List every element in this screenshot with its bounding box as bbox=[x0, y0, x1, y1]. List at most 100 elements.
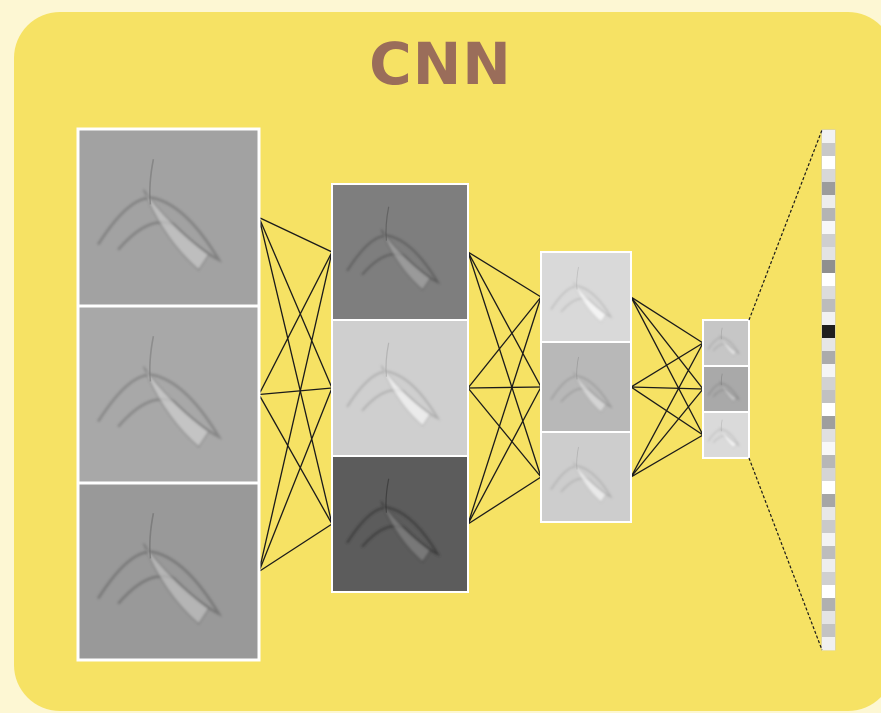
feature-sketch-shape bbox=[380, 365, 431, 427]
feature-vector-cell bbox=[822, 585, 835, 599]
feature-map bbox=[76, 127, 261, 308]
feature-map bbox=[702, 319, 750, 367]
connection-line bbox=[467, 296, 542, 525]
feature-vector-cell bbox=[822, 234, 835, 248]
feature-sketch-stem bbox=[720, 327, 723, 340]
feature-vector-cell bbox=[822, 195, 835, 209]
connection-line bbox=[630, 296, 704, 436]
feature-vector-cell bbox=[822, 325, 835, 339]
feature-sketch-shape bbox=[573, 371, 607, 413]
feature-vector-cell bbox=[822, 390, 835, 404]
feature-vector-cell bbox=[822, 364, 835, 378]
feature-map bbox=[540, 251, 632, 343]
feature-map-layers bbox=[76, 127, 750, 662]
connection-line bbox=[630, 434, 704, 478]
feature-sketch-shape bbox=[573, 281, 607, 323]
feature-sketch-shape bbox=[719, 427, 737, 449]
feature-vector-cell bbox=[822, 611, 835, 625]
conv-layer-3 bbox=[702, 319, 750, 459]
feature-map-tile bbox=[76, 304, 261, 485]
connection-line bbox=[467, 251, 542, 388]
connection-line bbox=[630, 296, 704, 344]
feature-sketch-stem bbox=[576, 446, 579, 470]
feature-vector-cell bbox=[822, 455, 835, 469]
feature-sketch-stem bbox=[720, 419, 723, 432]
feature-sketch-stroke bbox=[550, 465, 613, 499]
feature-sketch-shape bbox=[719, 335, 737, 357]
feature-vector-cell bbox=[822, 520, 835, 534]
feature-vector-cell bbox=[822, 143, 835, 157]
feature-sketch-stem bbox=[576, 356, 579, 380]
feature-sketch-stroke bbox=[550, 375, 613, 409]
feature-vector bbox=[748, 129, 836, 651]
projection-line-top bbox=[748, 129, 823, 321]
feature-vector-cell bbox=[822, 351, 835, 365]
feature-vector-cell bbox=[822, 312, 835, 326]
feature-map bbox=[331, 183, 469, 321]
feature-vector-cell bbox=[822, 429, 835, 443]
feature-map-tile bbox=[76, 127, 261, 308]
connection-line bbox=[467, 386, 542, 389]
feature-vector-cell bbox=[822, 299, 835, 313]
feature-vector-cell bbox=[822, 182, 835, 196]
connection-line bbox=[467, 296, 542, 389]
feature-vector-cell bbox=[822, 260, 835, 274]
connection-line bbox=[467, 386, 542, 525]
diagram-title: CNN bbox=[369, 30, 512, 98]
connection-line bbox=[467, 476, 542, 525]
connection-line bbox=[258, 251, 333, 572]
feature-vector-cell bbox=[822, 156, 835, 170]
feature-vector-cell bbox=[822, 637, 835, 651]
feature-vector-cell bbox=[822, 624, 835, 638]
feature-sketch-stem bbox=[576, 266, 579, 290]
feature-vector-cell bbox=[822, 481, 835, 495]
feature-vector-cell bbox=[822, 559, 835, 573]
feature-vector-cell bbox=[822, 221, 835, 235]
feature-map bbox=[331, 455, 469, 593]
feature-vector-cell bbox=[822, 377, 835, 391]
feature-map bbox=[76, 481, 261, 662]
feature-sketch-stem bbox=[385, 478, 390, 513]
feature-vector-cell bbox=[822, 546, 835, 560]
conv-layer-1 bbox=[331, 183, 469, 593]
feature-sketch-shape bbox=[719, 381, 737, 403]
connection-line bbox=[630, 296, 704, 390]
connection-line bbox=[630, 342, 704, 478]
feature-sketch-shape bbox=[142, 542, 210, 625]
feature-sketch-shape bbox=[380, 229, 431, 291]
connection-line bbox=[258, 387, 333, 396]
connection-line bbox=[258, 217, 333, 525]
conv-layer-2 bbox=[540, 251, 632, 523]
feature-vector-cell bbox=[822, 572, 835, 586]
feature-sketch-stem bbox=[385, 342, 390, 377]
feature-sketch-stroke bbox=[550, 285, 613, 319]
feature-map bbox=[540, 341, 632, 433]
connection-line bbox=[258, 216, 333, 253]
feature-vector-cell bbox=[822, 507, 835, 521]
connection-line bbox=[630, 388, 704, 478]
feature-vector-cell bbox=[822, 494, 835, 508]
feature-vector-cell bbox=[822, 442, 835, 456]
feature-sketch-shape bbox=[380, 501, 431, 563]
connection-line bbox=[258, 387, 333, 572]
feature-vector-cell bbox=[822, 416, 835, 430]
feature-sketch-shape bbox=[142, 365, 210, 448]
connection-line bbox=[258, 394, 333, 525]
connection-line bbox=[258, 523, 333, 573]
feature-vector-cell bbox=[822, 468, 835, 482]
feature-map bbox=[331, 319, 469, 457]
feature-sketch-stem bbox=[149, 159, 155, 205]
feature-vector-cell bbox=[822, 247, 835, 261]
feature-map bbox=[540, 431, 632, 523]
connection-line bbox=[630, 386, 704, 390]
feature-vector-cell bbox=[822, 338, 835, 352]
feature-sketch-stem bbox=[385, 206, 390, 241]
connection-line bbox=[467, 251, 542, 478]
feature-vector-cell bbox=[822, 533, 835, 547]
feature-sketch-shape bbox=[573, 461, 607, 503]
feature-map-tile bbox=[702, 411, 750, 459]
feature-sketch-stem bbox=[149, 513, 155, 559]
feature-map bbox=[702, 411, 750, 459]
feature-sketch-shape bbox=[142, 188, 210, 271]
